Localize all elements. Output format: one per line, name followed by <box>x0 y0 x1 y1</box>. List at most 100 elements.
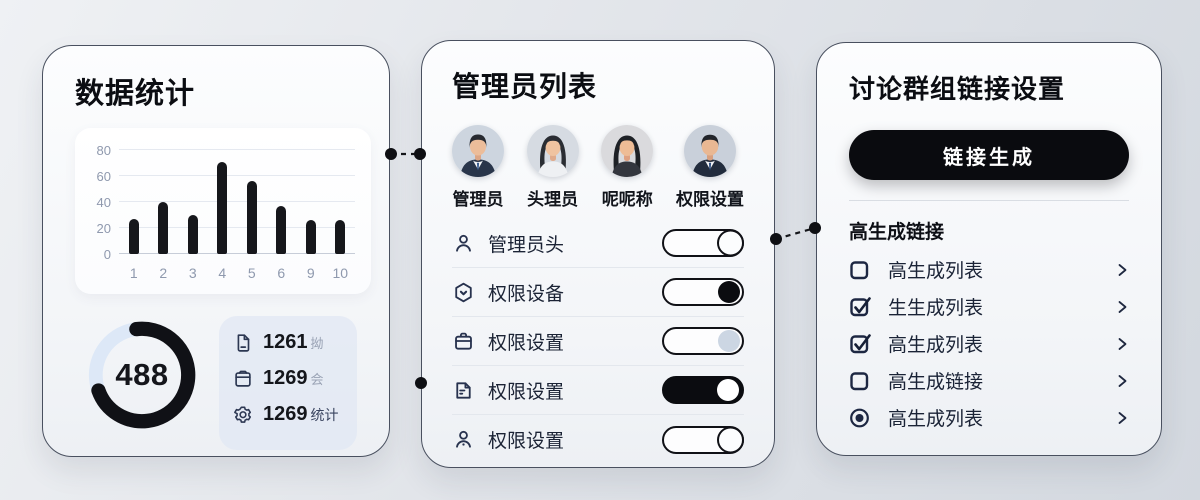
link-option-row[interactable]: 高生成列表 <box>849 325 1129 362</box>
stat-row: 1269 统计 <box>232 403 344 426</box>
donut-gauge: 488 <box>83 316 201 434</box>
bar <box>187 215 198 254</box>
bar <box>276 205 287 254</box>
x-tick-label: 3 <box>188 265 197 281</box>
archive-icon <box>235 370 251 387</box>
y-tick-label: 20 <box>96 221 111 236</box>
briefcase-icon <box>455 332 472 350</box>
panel-admin-list: 管理员列表 管理员 <box>421 40 775 468</box>
bar <box>158 202 169 254</box>
admin-setting-row: 管理员头 <box>452 219 744 268</box>
x-tick-label: 10 <box>332 265 349 281</box>
bar <box>305 220 316 254</box>
y-tick-label: 60 <box>96 169 111 184</box>
toggle-switch[interactable] <box>662 278 744 306</box>
link-option-label: 生生成列表 <box>888 298 984 319</box>
avatar[interactable] <box>601 125 654 177</box>
avatar[interactable] <box>452 125 504 177</box>
admin-item[interactable]: 权限设置 <box>676 125 744 210</box>
admin-setting-row: 权限设置 <box>452 415 744 464</box>
user-icon <box>456 234 471 252</box>
panel-title: 数据统计 <box>75 78 196 110</box>
avatar-photo-male-dark-suit <box>683 125 736 177</box>
admin-setting-row: 权限设备 <box>452 268 744 317</box>
link-option-label: 高生成列表 <box>888 261 984 282</box>
admin-item[interactable]: 头理员 <box>526 125 579 210</box>
toggle-knob <box>717 229 744 257</box>
avatar-photo-female-dark-top <box>601 125 654 177</box>
gridline <box>119 175 355 176</box>
section-subheading: 高生成链接 <box>849 222 945 243</box>
y-tick-label: 80 <box>96 143 111 158</box>
admin-item[interactable]: 呢呢称 <box>601 125 654 210</box>
stat-value: 1261 <box>263 331 308 353</box>
admin-settings-list: 管理员头 权限设备 权限设置 <box>452 219 744 464</box>
divider <box>849 200 1129 201</box>
row-label: 权限设置 <box>488 332 565 354</box>
bar <box>217 161 228 254</box>
chevron-right-icon[interactable] <box>1115 337 1129 351</box>
radio-icon[interactable] <box>849 407 873 429</box>
link-option-row[interactable]: 高生成链接 <box>849 362 1129 399</box>
chevron-right-icon[interactable] <box>1115 374 1129 388</box>
toggle-switch[interactable] <box>662 425 744 454</box>
bar <box>128 218 139 254</box>
toggle-knob <box>717 379 739 401</box>
row-label: 管理员头 <box>488 234 565 256</box>
chevron-right-icon[interactable] <box>1115 300 1129 314</box>
panel-title: 讨论群组链接设置 <box>849 74 1066 104</box>
gridline <box>119 201 355 202</box>
stats-card: 1261 拗 1269 会 1269 <box>219 316 357 450</box>
toggle-switch[interactable] <box>662 327 744 355</box>
avatar[interactable] <box>683 125 736 177</box>
checkbox-icon[interactable] <box>849 333 873 355</box>
donut-svg <box>88 321 196 429</box>
hexagon-shield-icon <box>455 282 472 302</box>
checkbox-icon[interactable] <box>849 370 873 392</box>
link-option-row[interactable]: 高生成列表 <box>849 251 1129 288</box>
link-option-row[interactable]: 生生成列表 <box>849 288 1129 325</box>
generate-link-button[interactable]: 链接生成 <box>849 130 1129 180</box>
link-option-row[interactable]: 高生成列表 <box>849 399 1129 436</box>
donut-value: 488 <box>115 357 169 392</box>
gridline <box>119 253 355 254</box>
toggle-switch[interactable] <box>662 376 744 404</box>
generate-link-button-label: 链接生成 <box>943 146 1035 169</box>
stat-value: 1269 <box>263 403 308 425</box>
stat-row: 1261 拗 <box>232 331 344 354</box>
chevron-right-icon[interactable] <box>1115 411 1129 425</box>
admin-setting-row: 权限设置 <box>452 317 744 366</box>
admin-avatars: 管理员 头理员 <box>452 125 744 210</box>
link-option-label: 高生成链接 <box>888 372 984 393</box>
toggle-knob <box>718 281 740 303</box>
avatar-label: 权限设置 <box>675 190 744 209</box>
admin-item[interactable]: 管理员 <box>452 125 504 210</box>
x-tick-label: 1 <box>129 265 138 281</box>
toggle-knob <box>717 426 744 453</box>
avatar-photo-male-navy-suit <box>452 125 504 177</box>
toggle-knob <box>718 330 740 352</box>
donut-arc <box>88 321 196 429</box>
file-icon <box>456 381 471 399</box>
avatar-photo-female-white-blouse <box>526 125 579 177</box>
checkbox-icon[interactable] <box>849 259 873 281</box>
panel-group-link-settings: 讨论群组链接设置 链接生成 高生成链接 高生成列表 <box>816 42 1162 456</box>
x-tick-label: 6 <box>277 265 286 281</box>
summary-row: 488 1261 拗 1269 会 <box>75 316 357 450</box>
x-tick-label: 4 <box>218 265 227 281</box>
chevron-right-icon[interactable] <box>1115 263 1129 277</box>
gridline <box>119 149 355 150</box>
toggle-switch[interactable] <box>662 229 744 257</box>
stat-suffix: 拗 <box>310 336 324 351</box>
link-option-label: 高生成列表 <box>888 335 984 356</box>
bar <box>246 181 257 254</box>
checkbox-icon[interactable] <box>849 296 873 318</box>
stat-row: 1269 会 <box>232 367 344 390</box>
avatar[interactable] <box>526 125 579 177</box>
panel-title: 管理员列表 <box>452 71 598 102</box>
x-tick-label: 5 <box>247 265 256 281</box>
